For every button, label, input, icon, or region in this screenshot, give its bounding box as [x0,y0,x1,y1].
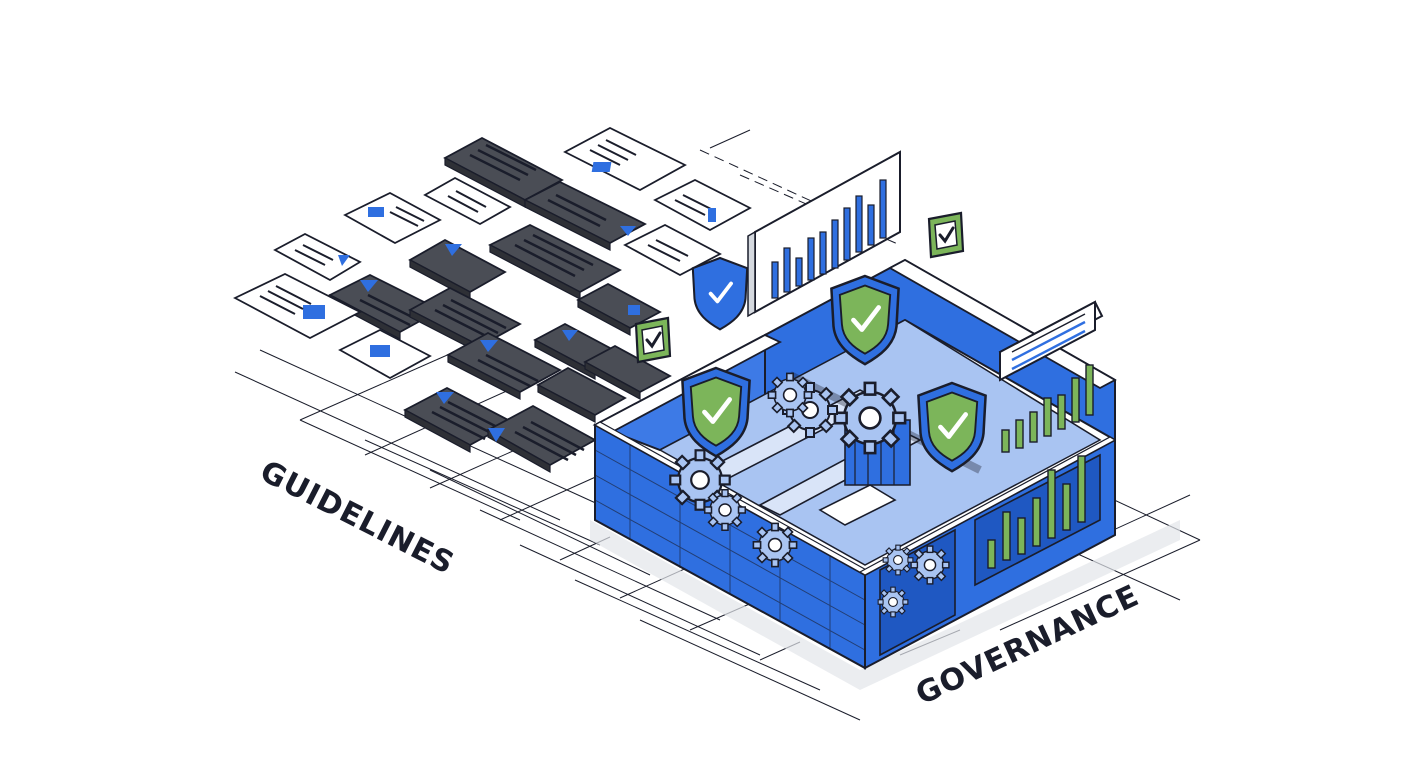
document-icon [233,272,362,340]
document-icon [563,126,687,192]
gear-icon [877,586,909,618]
document-icon [653,178,752,232]
document-icon [623,223,722,277]
gear-icon [833,381,907,455]
guidelines-label: GUIDELINES [254,454,460,582]
document-icon [408,238,507,300]
bar-chart-icon [1001,364,1094,453]
document-icon [446,331,562,400]
document-icon [338,328,432,380]
text-panel [998,300,1104,382]
chart-panel [747,150,901,318]
bar-chart-icon [771,179,887,299]
document-icon [576,282,662,337]
gear-icon [704,489,746,531]
checkbox-check-icon [634,316,672,364]
bar-chart-icon [987,455,1086,569]
document-icon [536,366,627,423]
document-icon [423,176,512,226]
gear-icon [767,372,813,418]
document-icon [583,344,672,401]
checkbox-check-icon [927,211,965,259]
document-field [233,126,752,474]
document-icon [273,232,362,282]
gear-icon [752,522,798,568]
shield-check-icon [691,256,749,331]
document-icon [343,191,442,245]
document-icon [443,136,564,208]
gear-icon [910,545,950,585]
document-icon [486,404,597,474]
gear-icon [882,544,914,576]
document-icon [403,386,514,454]
document-icon [523,180,647,251]
document-icon [408,286,522,354]
